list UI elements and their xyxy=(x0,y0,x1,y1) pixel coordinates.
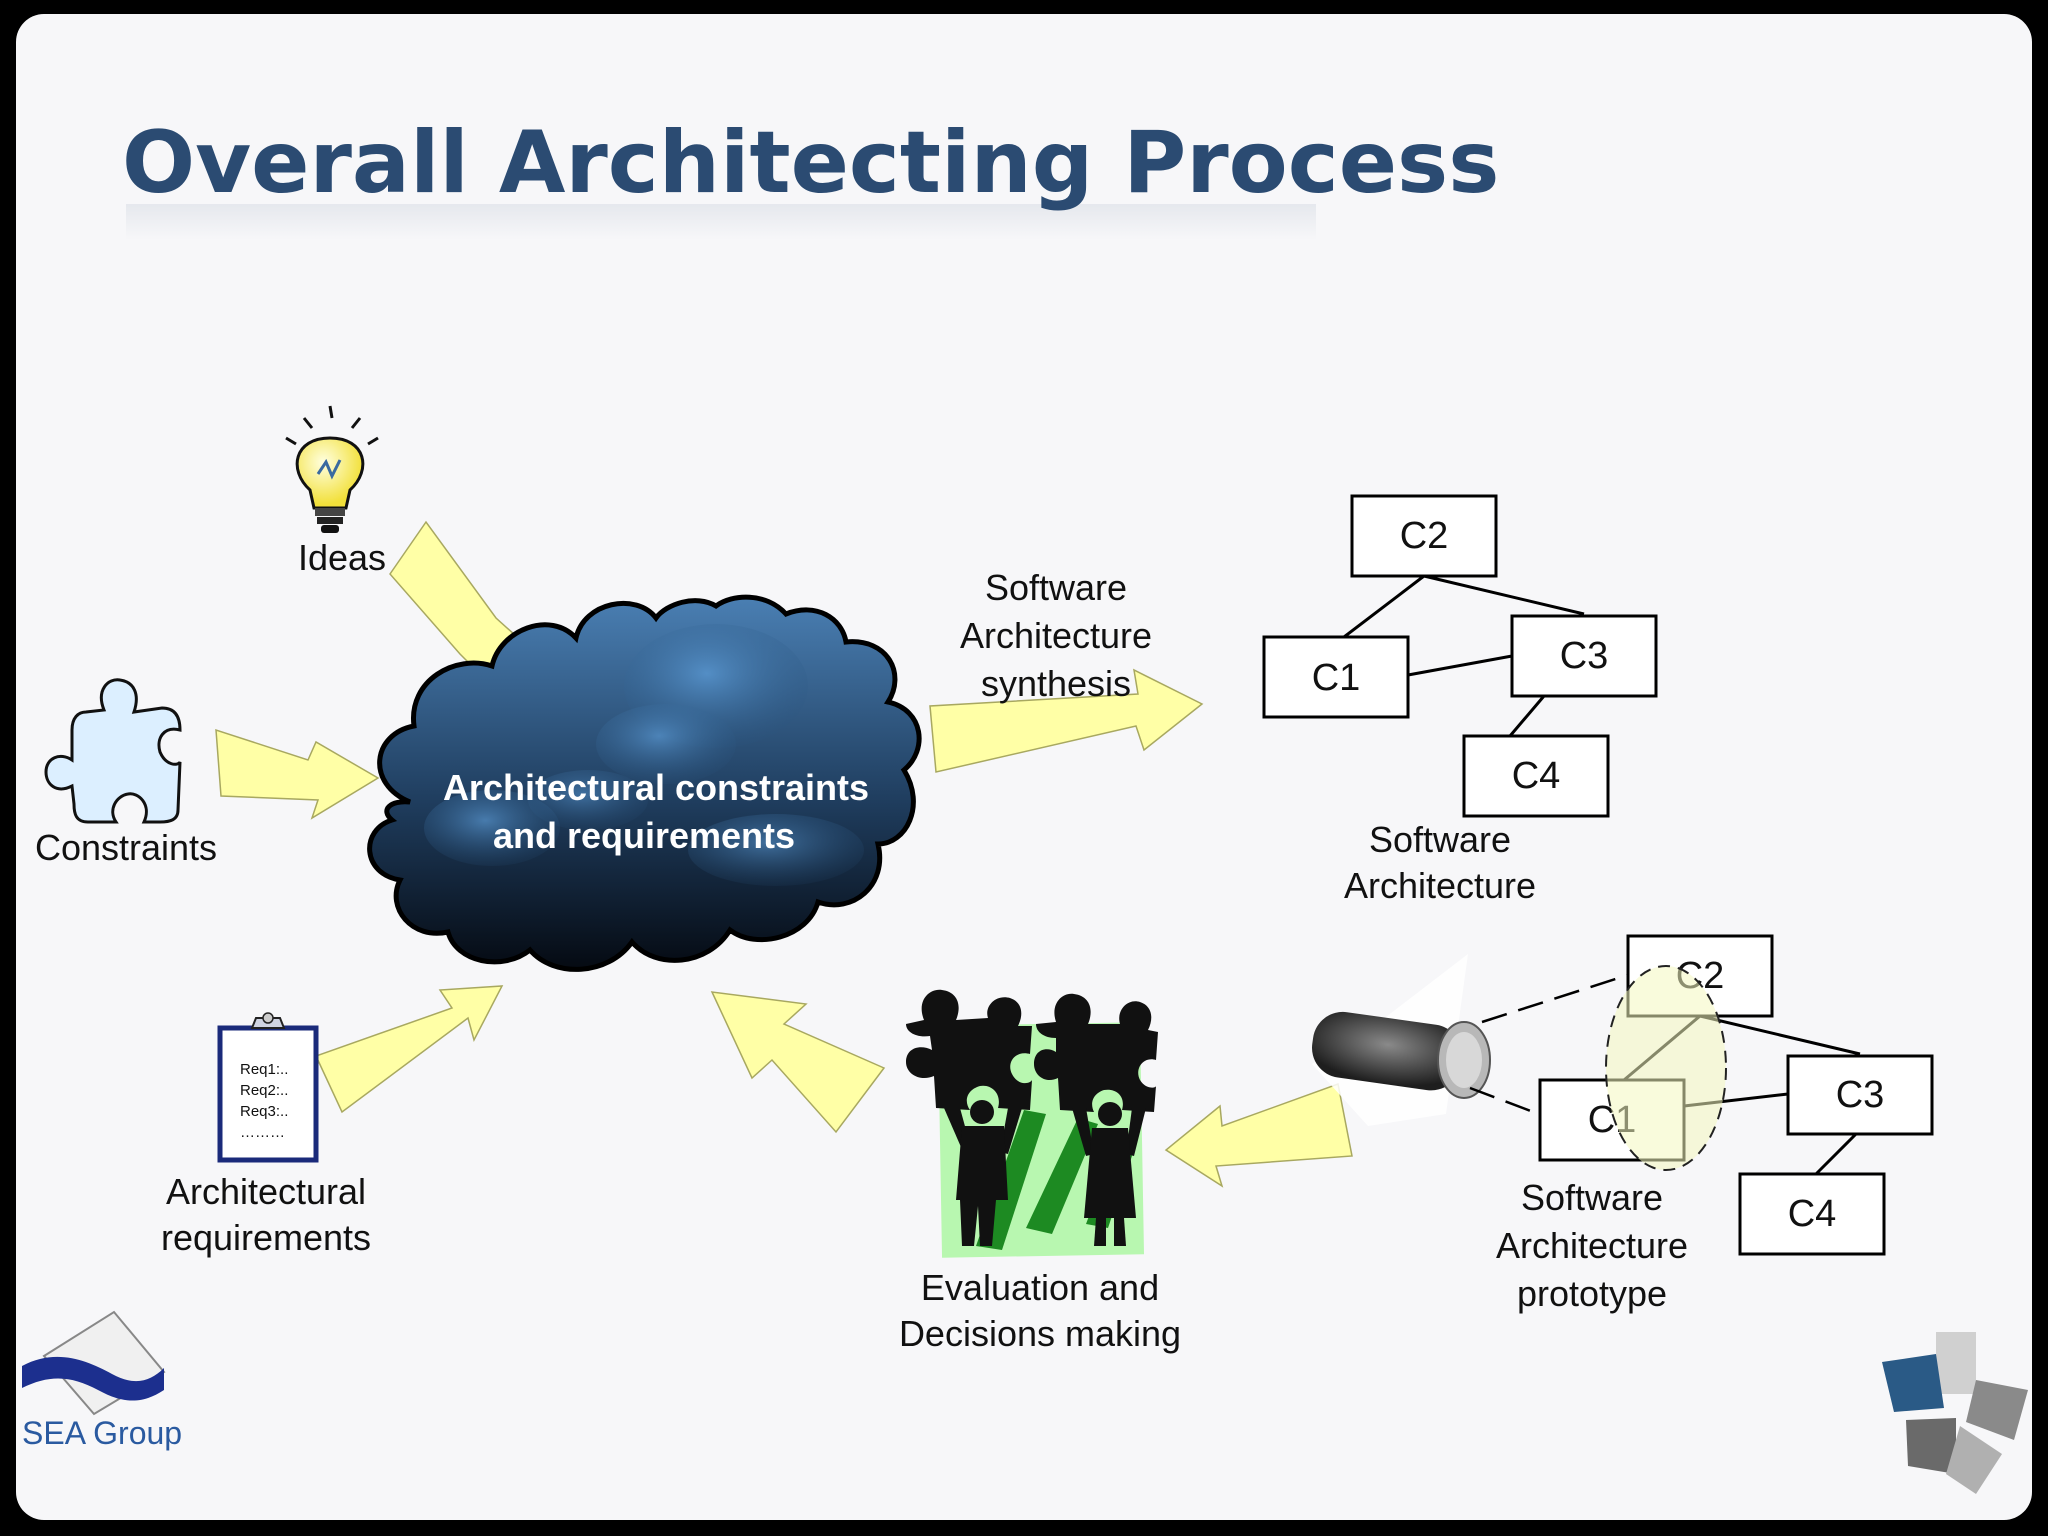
synthesis-label-line1: Software xyxy=(985,567,1127,608)
clipboard-icon: Req1:.. Req2:.. Req3:.. ……… xyxy=(217,1012,319,1163)
prototype-box-c4: C4 xyxy=(1738,1172,1886,1256)
component-label-c2: C2 xyxy=(1400,515,1449,557)
arrow-prototype-to-evaluation xyxy=(1164,1082,1353,1188)
title-reflection xyxy=(126,204,1316,240)
component-box-c2: C2 xyxy=(1350,494,1498,578)
constraints-label: Constraints xyxy=(35,827,217,868)
clipboard-line-3: Req3:.. xyxy=(240,1103,288,1120)
slide-title: Overall Architecting Process xyxy=(122,113,1499,213)
flow-arrows xyxy=(215,520,1353,1188)
component-box-c3: C3 xyxy=(1510,614,1658,698)
clipboard-line-1: Req1:.. xyxy=(240,1061,288,1078)
cloud-label-line2: and requirements xyxy=(493,815,795,856)
prototype-label-c3: C3 xyxy=(1836,1074,1885,1116)
prototype-label-c4: C4 xyxy=(1788,1193,1837,1235)
slide: Overall Architecting Process Ideas Const… xyxy=(16,14,2032,1520)
software-architecture-diagram: C2 C1 C3 C4 xyxy=(1262,494,1658,818)
prototype-caption-line2: Architecture xyxy=(1496,1225,1688,1266)
requirements-label-line2: requirements xyxy=(161,1217,371,1258)
requirements-cloud xyxy=(367,594,922,972)
architecture-caption-line2: Architecture xyxy=(1344,865,1536,906)
arrow-synthesis-to-architecture xyxy=(929,668,1204,773)
sea-group-logo xyxy=(22,1310,166,1416)
requirements-label-line1: Architectural xyxy=(166,1171,366,1212)
lightbulb-icon xyxy=(285,405,379,533)
teamwork-puzzle-icon xyxy=(906,989,1158,1258)
architecture-caption-line1: Software xyxy=(1369,819,1511,860)
puzzle-piece-icon xyxy=(44,678,182,824)
arrow-constraints-to-cloud xyxy=(215,728,380,820)
component-box-c4: C4 xyxy=(1462,734,1610,818)
inspection-spotlight xyxy=(1605,965,1727,1171)
arrow-requirements-to-cloud xyxy=(314,985,504,1114)
component-label-c4: C4 xyxy=(1512,755,1561,797)
clipboard-line-2: Req2:.. xyxy=(240,1082,288,1099)
component-label-c3: C3 xyxy=(1560,635,1609,677)
arrow-evaluation-to-cloud xyxy=(710,991,886,1134)
clipboard-line-4: ……… xyxy=(240,1124,285,1141)
synthesis-label-line3: synthesis xyxy=(981,663,1131,704)
architecting-process-diagram: Overall Architecting Process Ideas Const… xyxy=(22,113,2028,1494)
ideas-label: Ideas xyxy=(298,537,386,578)
sea-group-label: SEA Group xyxy=(22,1415,182,1451)
cloud-label-line1: Architectural constraints xyxy=(443,767,869,808)
evaluation-label-line2: Decisions making xyxy=(899,1313,1181,1354)
institution-logo xyxy=(1882,1332,2028,1494)
flashlight-icon xyxy=(1312,954,1491,1126)
prototype-caption-line3: prototype xyxy=(1517,1273,1667,1314)
prototype-box-c3: C3 xyxy=(1786,1054,1934,1136)
prototype-caption-line1: Software xyxy=(1521,1177,1663,1218)
component-label-c1: C1 xyxy=(1312,657,1361,699)
component-box-c1: C1 xyxy=(1262,635,1410,719)
synthesis-label-line2: Architecture xyxy=(960,615,1152,656)
evaluation-label-line1: Evaluation and xyxy=(921,1267,1159,1308)
